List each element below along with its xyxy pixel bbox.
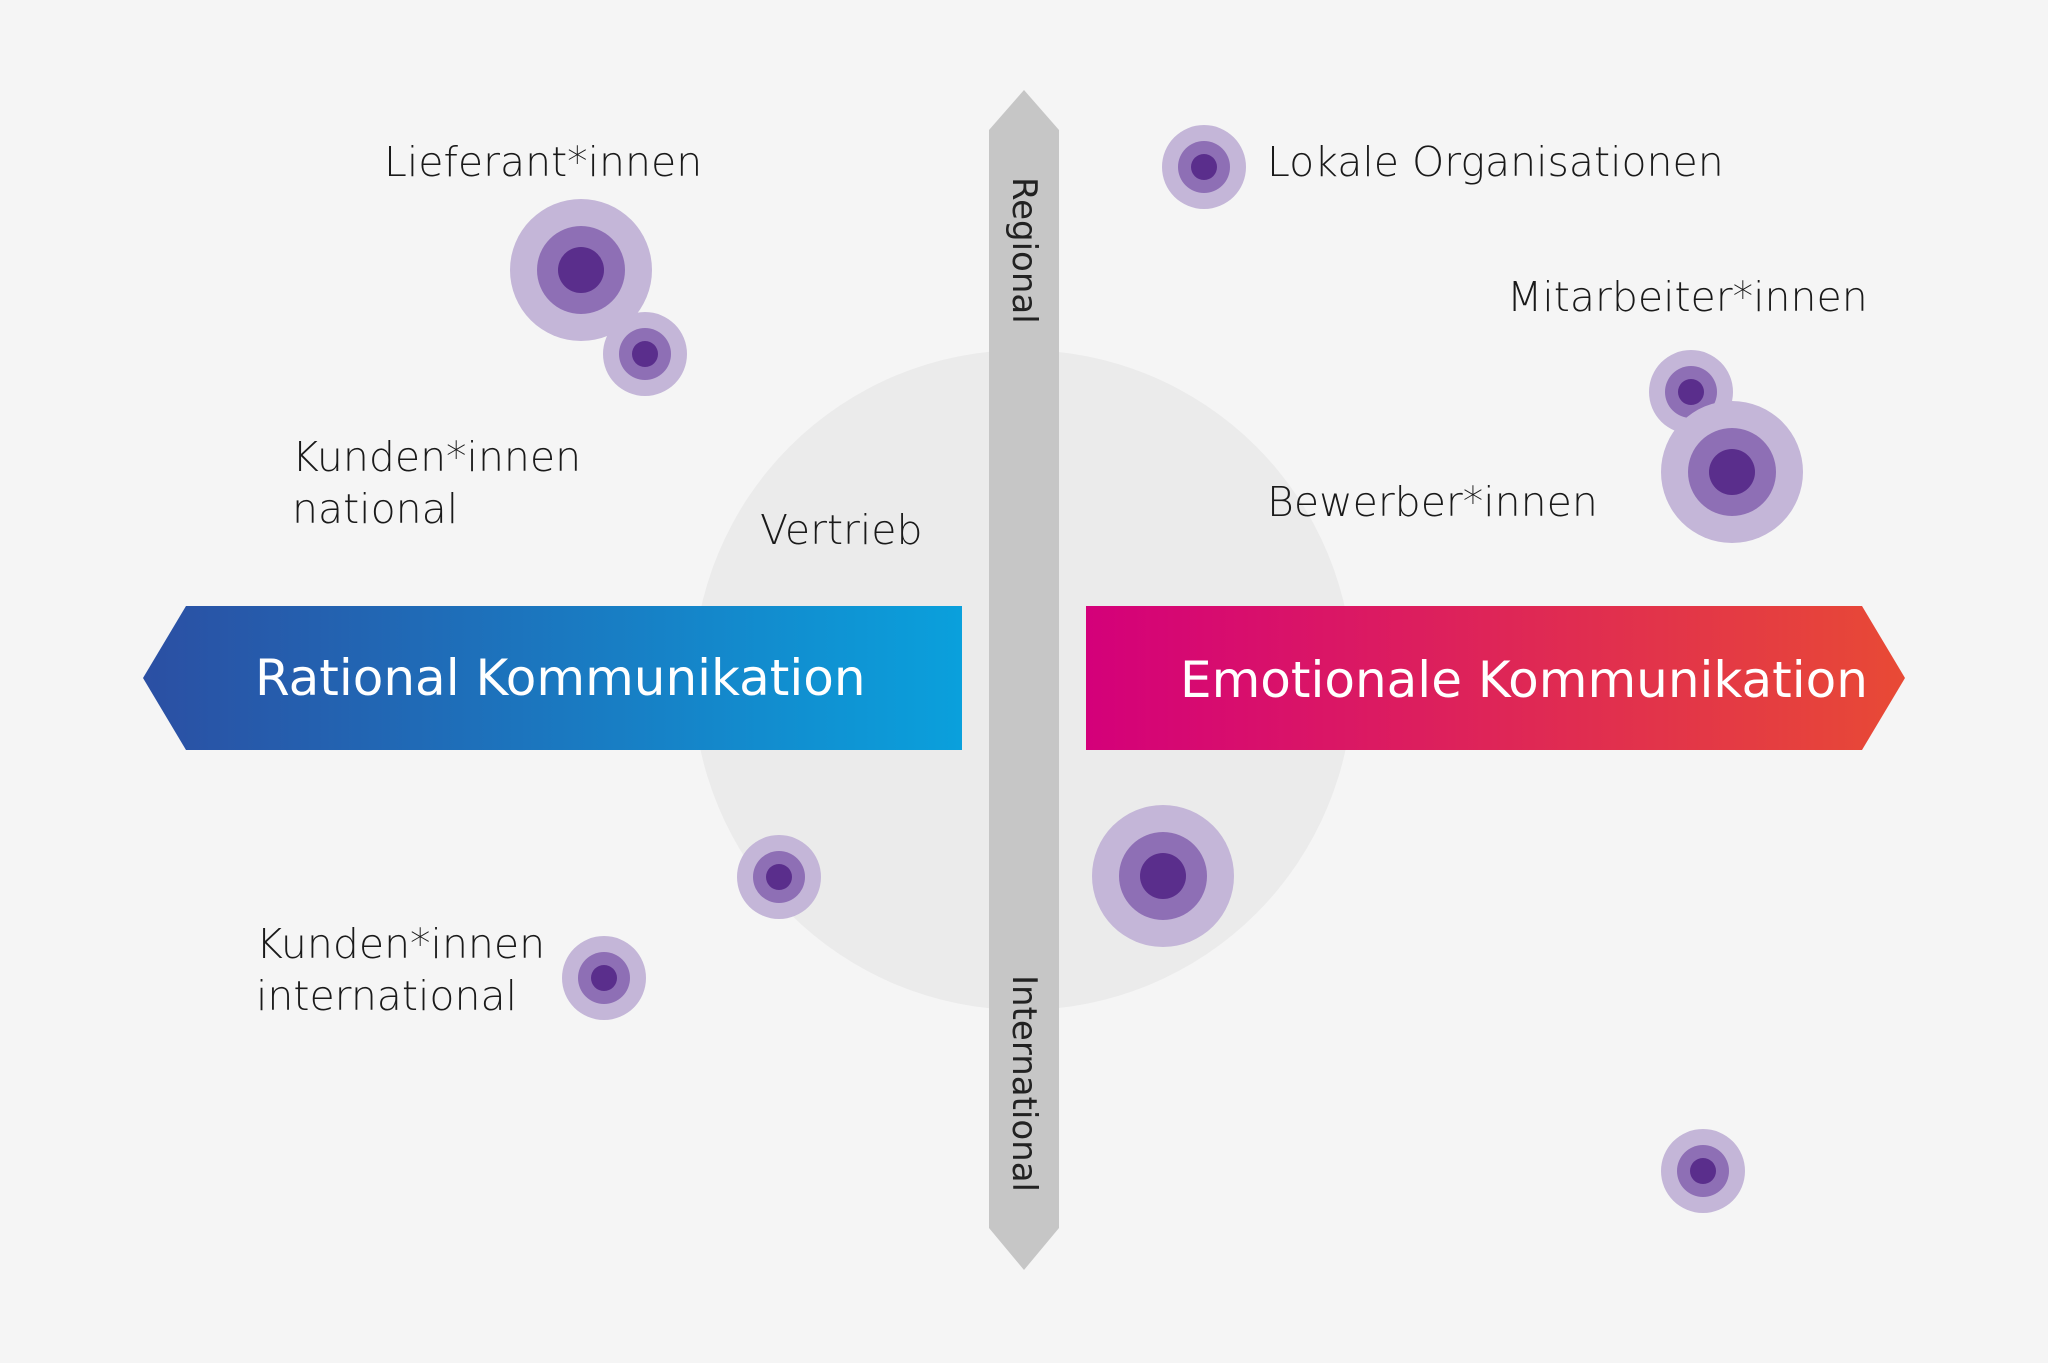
label-kunden-national: Kunden*innen national (292, 433, 582, 533)
axis-label-regional: Regional (1004, 177, 1044, 324)
emotional-arrow-label: Emotionale Kommunikation (1180, 651, 1868, 709)
label-kunden-international: Kunden*innen international (256, 920, 546, 1020)
label-mitarbeiter: Mitarbeiter*innen (1507, 273, 1868, 321)
target-lieferanten-small (603, 312, 687, 396)
label-vertrieb: Vertrieb (760, 506, 923, 554)
rational-arrow (143, 606, 962, 750)
axis-label-international: International (1004, 975, 1044, 1192)
target-center-right (1092, 805, 1234, 947)
rational-arrow-label: Rational Kommunikation (255, 649, 866, 707)
label-bewerber: Bewerber*innen (1267, 478, 1598, 526)
target-lokale (1162, 125, 1246, 209)
label-lieferanten: Lieferant*innen (384, 138, 703, 186)
vertical-axis-bar (989, 90, 1059, 1270)
target-kunden-international (562, 936, 646, 1020)
emotional-arrow (1086, 606, 1905, 750)
target-mitarbeiter-large (1661, 401, 1803, 543)
target-vertrieb-lower (737, 835, 821, 919)
target-lieferanten-large (510, 199, 652, 341)
label-lokale-organisationen: Lokale Organisationen (1267, 138, 1724, 186)
target-bottom-right (1661, 1129, 1745, 1213)
